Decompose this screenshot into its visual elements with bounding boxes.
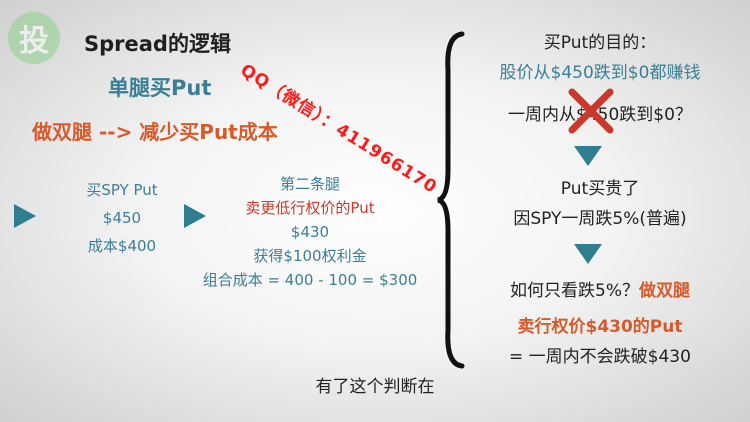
arrow-right-icon	[184, 204, 206, 228]
cross-icon	[568, 88, 614, 134]
leg1-line1: 买SPY Put	[86, 181, 158, 199]
double-leg-label: 做双腿 --> 减少买Put成本	[32, 120, 278, 144]
week-line: 一周内从$450跌到$0？	[508, 105, 692, 125]
leg1-line2: $450	[102, 209, 142, 227]
arrow-down-icon	[574, 146, 602, 166]
brace-icon	[437, 31, 465, 369]
logo-glyph: 投	[19, 24, 49, 59]
arrow-right-icon	[14, 204, 36, 228]
leg2-line3: $430	[290, 223, 330, 241]
leg2-box: 第二条腿 卖更低行权价的Put $430 获得$100权利金 组合成本 = 40…	[190, 172, 430, 292]
page-title: Spread的逻辑	[84, 32, 231, 56]
leg2-line2: 卖更低行权价的Put	[245, 199, 375, 217]
answer-text: 做双腿	[638, 281, 690, 301]
goal-line: 股价从$450跌到$0都赚钱	[499, 63, 701, 83]
leg1-box: 买SPY Put $450 成本$400	[72, 176, 172, 260]
question-line: 如何只看跌5%？做双腿	[470, 276, 730, 301]
leg2-line1: 第二条腿	[279, 175, 340, 193]
video-subtitle: 有了这个判断在	[315, 377, 435, 397]
leg1-line3: 成本$400	[87, 237, 157, 255]
question-text: 如何只看跌5%？	[510, 281, 639, 301]
leg2-line4: 获得$100权利金	[253, 247, 367, 265]
sell-put-line: 卖行权价$430的Put	[517, 317, 683, 337]
goal-title: 买Put的目的：	[543, 33, 657, 53]
single-leg-label: 单腿买Put	[108, 76, 212, 100]
expensive-line: Put买贵了	[560, 179, 640, 199]
reason-line: 因SPY一周跌5%(普遍)	[513, 209, 687, 229]
leg2-line5: 组合成本 = 400 - 100 = $300	[202, 271, 418, 289]
conclusion-line: = 一周内不会跌破$430	[509, 347, 691, 367]
arrow-down-icon	[574, 244, 602, 264]
logo: 投	[8, 12, 60, 64]
